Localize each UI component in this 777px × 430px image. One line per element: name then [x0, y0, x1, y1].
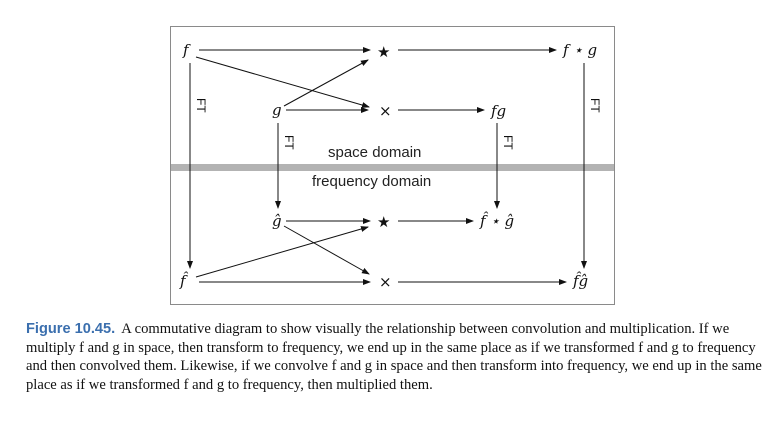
- node-f-hat-g-hat: f̂ĝ: [572, 272, 588, 290]
- node-f-hat: f̂: [179, 272, 189, 290]
- node-star-top: ★: [377, 43, 390, 61]
- arrow-f-hat-to-star: [195, 226, 369, 278]
- arrow-g-hat-to-times: [283, 225, 370, 275]
- ft-label-f: FT: [194, 98, 208, 113]
- figure-label: Figure 10.45.: [26, 321, 116, 337]
- node-times-bottom: ×: [379, 273, 392, 291]
- node-times-top: ×: [379, 102, 392, 120]
- frequency-domain-label: frequency domain: [312, 173, 431, 190]
- node-star-bottom: ★: [377, 213, 390, 231]
- node-f: f: [182, 41, 191, 59]
- space-domain-label: space domain: [328, 144, 421, 161]
- ft-label-fg: FT: [501, 135, 515, 150]
- arrow-f-to-times: [195, 56, 370, 108]
- ft-label-f-star-g: FT: [588, 98, 602, 113]
- node-g-hat: ĝ: [272, 212, 282, 230]
- domain-divider: [171, 164, 614, 171]
- ft-label-g: FT: [282, 135, 296, 150]
- node-f-hat-star-g-hat: f̂ ⋆ ĝ: [479, 212, 514, 230]
- figure-caption: Figure 10.45.A commutative diagram to sh…: [26, 320, 766, 394]
- node-f-star-g: f ⋆ g: [562, 41, 597, 59]
- caption-text: A commutative diagram to show visually t…: [26, 321, 762, 393]
- arrow-g-to-star: [283, 59, 369, 107]
- node-g: g: [272, 101, 282, 119]
- node-fg: fg: [490, 102, 506, 120]
- diagram-svg: space domain frequency domain f g ★ × f …: [171, 41, 614, 291]
